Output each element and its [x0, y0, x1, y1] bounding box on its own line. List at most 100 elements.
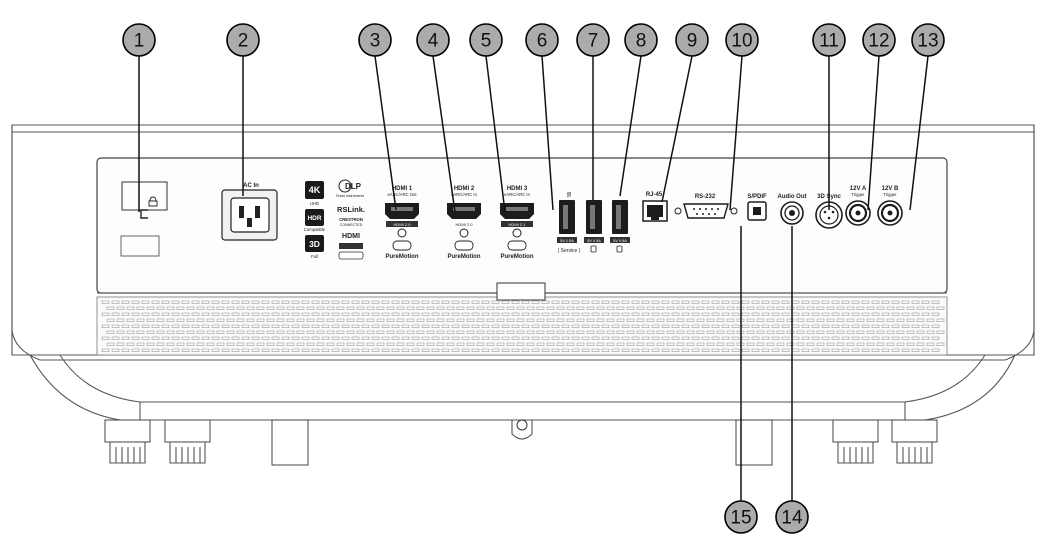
callout-number-11: 11 — [819, 31, 839, 52]
hdmi2-ver: HDMI 2.0 — [456, 222, 474, 227]
padlock-icon — [148, 196, 158, 207]
callout-8: 8 — [619, 23, 658, 197]
callout-3: 3 — [358, 23, 397, 211]
trigger-b-sub: Trigger — [883, 192, 897, 197]
callout-13: 13 — [909, 23, 945, 211]
callout-circle-9 — [675, 23, 709, 57]
callout-14: 14 — [775, 226, 809, 534]
dlp-logo: DLP — [345, 182, 362, 191]
hdmi3-port: HDMI 3 eARC/ARC In HDMI 2.1 PureMotion — [500, 186, 534, 260]
badge-hdr: HDR — [307, 215, 321, 222]
lock-slot-icon — [140, 209, 148, 219]
hdmi1-port: HDMI 1 eARC/ARC Out HDMI 2.0 PureMotion — [385, 186, 419, 260]
callout-1: 1 — [122, 23, 156, 212]
usb-service-label: ( Service ) — [558, 248, 581, 254]
callout-circle-14 — [775, 500, 809, 534]
hdmi2-port: HDMI 2 eARC/ARC In HDMI 2.0 PureMotion — [447, 186, 481, 260]
callout-leader-9 — [661, 55, 693, 203]
usb-icon: ⭿ — [567, 192, 572, 199]
callout-9: 9 — [661, 23, 709, 203]
hdmi1-ver: HDMI 2.0 — [394, 222, 412, 227]
badge-4k-sub: UHD — [310, 201, 319, 206]
spdif-label: S/PDIF — [747, 194, 767, 200]
foot-right-1 — [832, 419, 879, 464]
usb-service-rating: 5V 1.5A — [560, 239, 574, 243]
trigger-a-port: 12V A Trigger — [845, 186, 871, 226]
callout-number-9: 9 — [687, 31, 698, 52]
callout-leader-13 — [909, 55, 929, 211]
callout-circle-1 — [122, 23, 156, 57]
callout-circle-7 — [576, 23, 610, 57]
callout-number-13: 13 — [917, 31, 938, 52]
callout-circle-13 — [911, 23, 945, 57]
badge-hdr-sub: Compatible — [304, 227, 326, 232]
callout-number-2: 2 — [238, 31, 249, 52]
hdmi-logo: HDMI — [342, 233, 360, 240]
callout-circle-11 — [812, 23, 846, 57]
callout-circle-15 — [724, 500, 758, 534]
audio-out-label: Audio Out — [778, 194, 807, 200]
rj45-port: RJ-45 — [642, 192, 668, 222]
hdmi1-puremotion: PureMotion — [386, 254, 419, 260]
rs232-port: RS-232 — [674, 194, 738, 219]
callout-leader-5 — [485, 55, 506, 213]
callout-2: 2 — [226, 23, 260, 196]
spdif-port: S/PDIF — [747, 194, 767, 221]
usb-power-1-rating: 5V 0.9A — [587, 239, 601, 243]
vent-grille — [101, 300, 945, 352]
rslink-logo: RSLink. — [337, 205, 365, 214]
callout-number-5: 5 — [481, 31, 492, 52]
callout-circle-12 — [862, 23, 896, 57]
foot-right-2 — [891, 419, 938, 464]
callout-7: 7 — [576, 23, 610, 200]
callout-leader-10 — [729, 55, 743, 211]
rj45-label: RJ-45 — [646, 192, 663, 198]
callout-leader-8 — [619, 55, 642, 197]
lock-loop — [511, 420, 533, 440]
callout-circle-6 — [525, 23, 559, 57]
callout-leader-12 — [867, 55, 880, 211]
callout-leader-6 — [541, 55, 554, 211]
trigger-b-port: 12V B Trigger — [877, 186, 903, 226]
hdmi1-label: HDMI 1 — [392, 186, 413, 192]
callout-leader-4 — [432, 55, 456, 213]
callout-10: 10 — [725, 23, 759, 211]
callout-circle-8 — [624, 23, 658, 57]
callout-circle-3 — [358, 23, 392, 57]
projector-body — [11, 124, 1035, 466]
label-plate — [120, 235, 160, 257]
callout-number-7: 7 — [588, 31, 599, 52]
callout-11: 11 — [812, 23, 846, 210]
crestron-sub: CONNECTED — [340, 223, 363, 227]
badge-4k: 4K — [309, 185, 321, 195]
trigger-a-label: 12V A — [850, 186, 867, 192]
hdmi3-label: HDMI 3 — [507, 186, 528, 192]
ac-in-label: AC In — [243, 183, 259, 189]
foot-left-1 — [104, 419, 151, 464]
badge-3d-sub: Full — [311, 254, 318, 259]
callout-number-12: 12 — [868, 31, 889, 52]
trigger-a-sub: Trigger — [851, 192, 865, 197]
callout-number-15: 15 — [730, 508, 751, 529]
callout-circle-4 — [416, 23, 450, 57]
hdmi1-sub: eARC/ARC Out — [387, 192, 417, 197]
usb-power-2-rating: 5V 0.9A — [613, 239, 627, 243]
lock-hole — [516, 419, 528, 431]
kensington-lock — [120, 181, 168, 257]
hdmi3-sub: eARC/ARC In — [504, 192, 531, 197]
callout-4: 4 — [416, 23, 456, 213]
hdmi2-label: HDMI 2 — [454, 186, 475, 192]
callout-number-8: 8 — [636, 31, 647, 52]
foot-left-2 — [164, 419, 211, 464]
center-foot-left — [271, 419, 309, 466]
usb-service-port: ⭿ 5V 1.5A ( Service ) — [557, 192, 581, 254]
callout-number-4: 4 — [428, 31, 439, 52]
audio-out-port: Audio Out — [778, 194, 807, 225]
callout-5: 5 — [469, 23, 506, 213]
callout-circle-2 — [226, 23, 260, 57]
callout-number-1: 1 — [134, 31, 145, 52]
hdmi3-ver: HDMI 2.1 — [509, 222, 527, 227]
